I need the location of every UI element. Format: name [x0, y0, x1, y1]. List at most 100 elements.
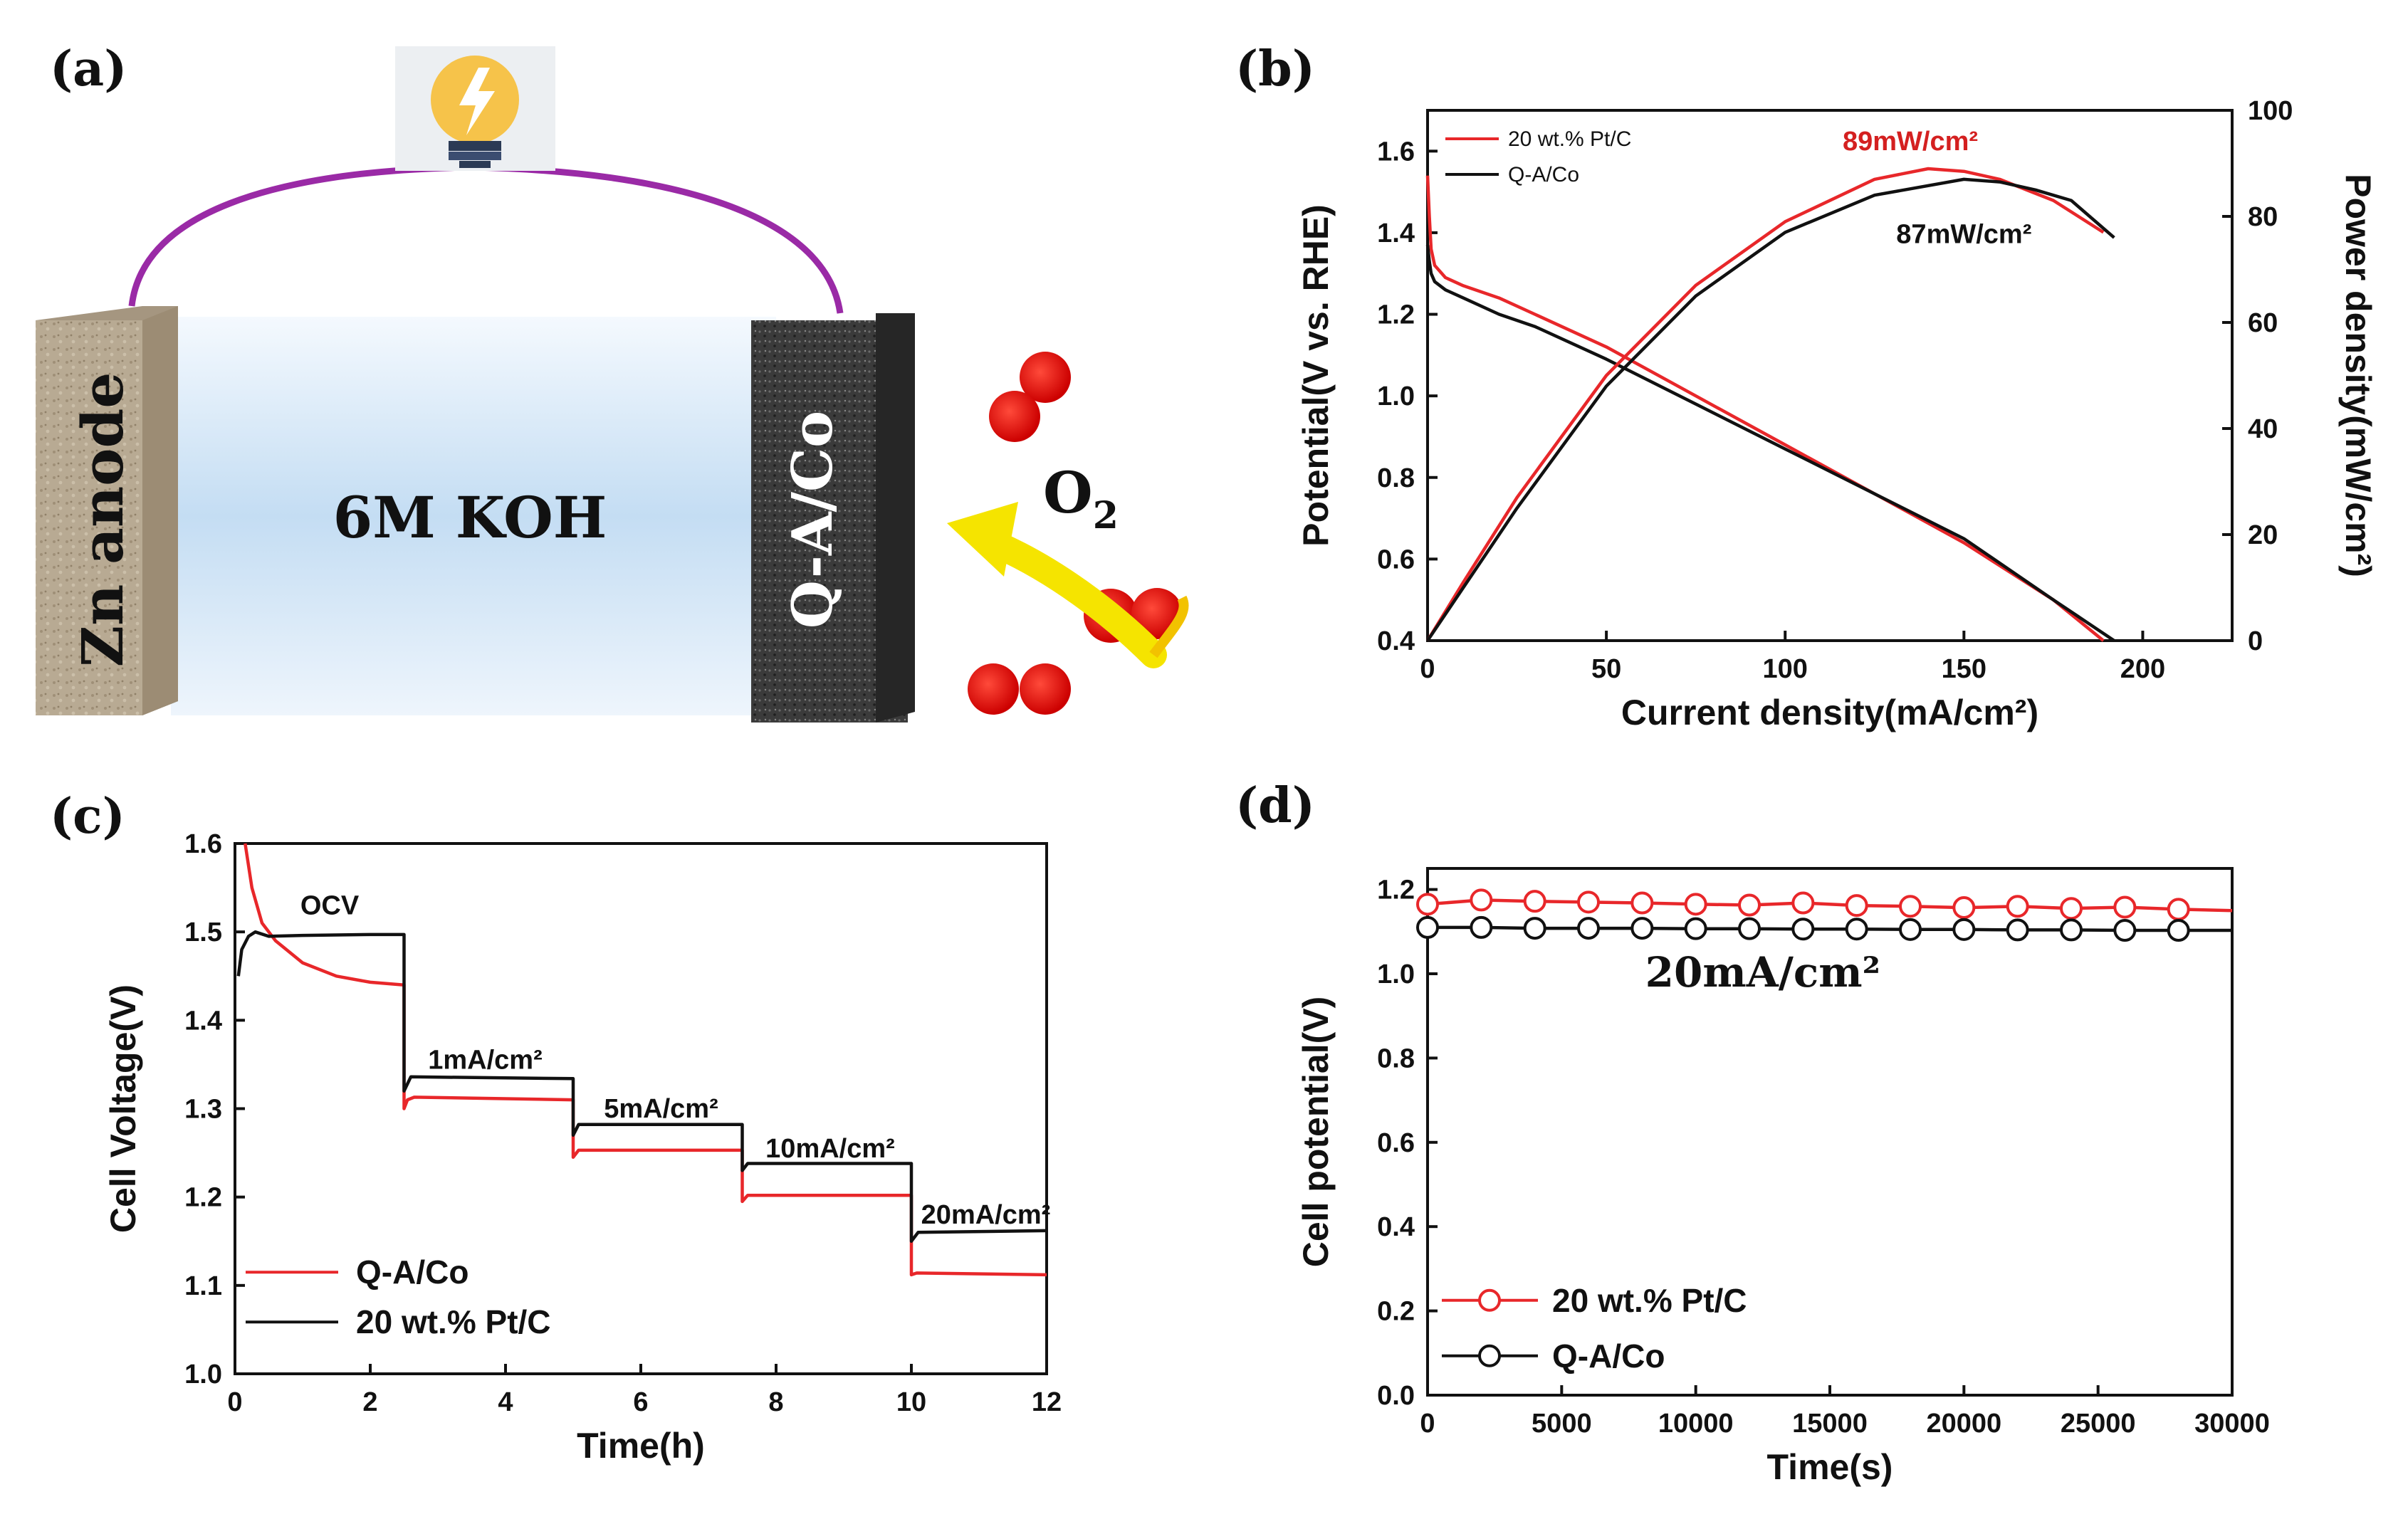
y-tick-label: 0.4 — [1377, 1212, 1415, 1242]
y-tick-label: 0.8 — [1377, 1044, 1415, 1073]
marker-red — [1899, 895, 1922, 918]
marker-black — [2167, 919, 2190, 942]
panel-d-label: (d) — [1235, 777, 1315, 834]
y2-tick-label: 0 — [2248, 626, 2263, 656]
x-axis-label: Time(h) — [577, 1426, 705, 1466]
marker-black — [1630, 917, 1654, 940]
marker-black — [2006, 918, 2029, 942]
y-tick-label: 0.6 — [1377, 1128, 1415, 1158]
y-axis-label: Cell potential(V) — [1296, 997, 1336, 1268]
marker-red — [1630, 891, 1654, 915]
y2-tick-label: 100 — [2248, 96, 2293, 126]
o2-label: O2 — [1043, 459, 1119, 537]
marker-red — [1416, 893, 1439, 916]
y2-tick-label: 60 — [2248, 308, 2278, 338]
x-tick-label: 5000 — [1532, 1409, 1592, 1439]
marker-black — [1577, 917, 1600, 940]
electrolyte — [171, 317, 776, 715]
series-line-potential-red — [1425, 175, 2105, 642]
marker-black — [1523, 917, 1546, 940]
x-tick-label: 200 — [2120, 654, 2165, 684]
anode-label: Zn anode — [69, 372, 136, 668]
y-axis-label: Potential(V vs. RHE) — [1296, 204, 1336, 547]
annotation-current-density: OCV — [300, 890, 360, 920]
series-line-red — [244, 843, 1047, 1277]
panel-a: (a) 6M KOH Zn anode Q-A/Co — [36, 41, 1189, 722]
annotation-current-density: 20mA/cm² — [921, 1200, 1051, 1230]
chart-b-frame — [1426, 109, 2234, 642]
cathode-label: Q-A/Co — [780, 411, 845, 629]
y-tick-label: 1.3 — [184, 1095, 222, 1125]
annotation-peak-power-pt: 89mW/cm² — [1843, 127, 1978, 157]
electrolyte-label: 6M KOH — [333, 484, 607, 551]
annotation-current-density: 20mA/cm² — [1645, 948, 1880, 997]
x-tick-label: 25000 — [2061, 1409, 2136, 1439]
x-tick-label: 30000 — [2194, 1409, 2270, 1439]
x-tick-label: 0 — [1420, 1409, 1435, 1439]
oxygen-arrow-icon — [947, 502, 1189, 668]
y-tick-label: 0.6 — [1377, 545, 1415, 574]
x-tick-label: 10000 — [1658, 1409, 1734, 1439]
y-tick-label: 0.0 — [1377, 1381, 1415, 1411]
y-tick-label: 1.4 — [184, 1006, 222, 1036]
marker-black — [2113, 919, 2137, 942]
y2-tick-label: 20 — [2248, 520, 2278, 550]
annotation-peak-power-qaco: 87mW/cm² — [1896, 219, 2031, 249]
marker-black — [1845, 918, 1868, 941]
legend-marker — [1478, 1344, 1501, 1367]
legend-entry: Q-A/Co — [356, 1254, 468, 1291]
marker-red — [1791, 891, 1815, 915]
marker-red — [1845, 894, 1868, 918]
marker-black — [1738, 917, 1761, 940]
y2-tick-label: 80 — [2248, 202, 2278, 232]
x-axis-label: Time(s) — [1767, 1447, 1893, 1487]
y-axis-label: Cell Voltage(V) — [103, 984, 143, 1233]
marker-red — [2006, 895, 2029, 918]
y-tick-label: 0.4 — [1377, 626, 1415, 656]
annotation-current-density: 10mA/cm² — [765, 1134, 895, 1164]
y-tick-label: 1.2 — [184, 1183, 222, 1213]
x-tick-label: 150 — [1942, 654, 1986, 684]
external-wire — [128, 164, 844, 314]
x-tick-label: 0 — [227, 1387, 242, 1417]
x-tick-label: 10 — [896, 1387, 926, 1417]
y-tick-label: 1.0 — [1377, 382, 1415, 411]
y-tick-label: 1.5 — [184, 918, 222, 947]
marker-red — [2113, 895, 2137, 919]
marker-black — [2060, 918, 2083, 942]
y-tick-label: 1.6 — [1377, 137, 1415, 167]
series-line-black — [1428, 925, 2232, 932]
x-tick-label: 100 — [1763, 654, 1808, 684]
y-tick-label: 0.2 — [1377, 1297, 1415, 1327]
legend-entry: 20 wt.% Pt/C — [1552, 1282, 1747, 1319]
marker-black — [1470, 915, 1493, 939]
light-bulb-icon — [395, 46, 555, 171]
y2-axis-label: Power density(mW/cm²) — [2338, 174, 2378, 577]
x-tick-label: 12 — [1032, 1387, 1062, 1417]
x-tick-label: 2 — [362, 1387, 377, 1417]
series-line-potential-black — [1425, 244, 2115, 642]
x-tick-label: 15000 — [1792, 1409, 1868, 1439]
marker-black — [1416, 915, 1439, 939]
x-tick-label: 0 — [1420, 654, 1435, 684]
zinc-anode: Zn anode — [36, 306, 178, 715]
y-tick-label: 1.1 — [184, 1271, 222, 1301]
marker-red — [1523, 890, 1546, 913]
marker-black — [1952, 918, 1976, 941]
legend-marker — [1478, 1288, 1501, 1312]
marker-black — [1899, 918, 1922, 941]
marker-red — [1952, 896, 1976, 920]
legend-entry: Q-A/Co — [1552, 1338, 1665, 1375]
marker-red — [2167, 898, 2190, 921]
marker-red — [1738, 893, 1761, 917]
y-tick-label: 1.2 — [1377, 876, 1415, 905]
marker-red — [1684, 893, 1707, 916]
x-tick-label: 6 — [633, 1387, 648, 1417]
x-tick-label: 50 — [1591, 654, 1621, 684]
